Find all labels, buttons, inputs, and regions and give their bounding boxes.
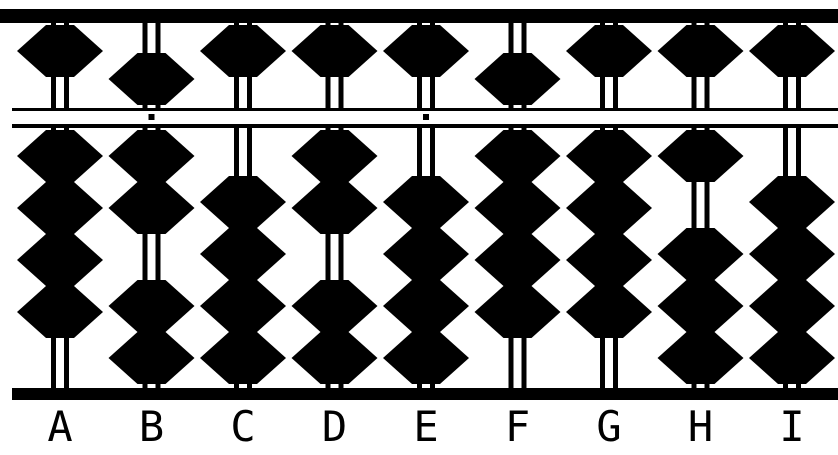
heaven-bead-g	[566, 25, 652, 77]
rod-label-d: D	[305, 404, 365, 450]
rod-label-b: B	[122, 404, 182, 450]
earth-bead-b-3	[109, 280, 195, 332]
rod-gap-a	[50, 111, 70, 124]
unit-dot-e	[423, 114, 429, 120]
heaven-bead-a	[17, 25, 103, 77]
rod-gap-g	[599, 111, 619, 124]
earth-bead-b-2	[109, 182, 195, 234]
reckoning-bar-lower-edge	[12, 124, 838, 128]
earth-bead-d-2	[292, 182, 378, 234]
earth-bead-i-4	[749, 332, 835, 384]
earth-bead-i-1	[749, 176, 835, 228]
rod-gap-c	[233, 111, 253, 124]
earth-bead-b-4	[109, 332, 195, 384]
earth-bead-d-4	[292, 332, 378, 384]
earth-bead-b-1	[109, 130, 195, 182]
rod-label-g: G	[579, 404, 639, 450]
earth-bead-c-4	[200, 332, 286, 384]
earth-bead-f-1	[475, 130, 561, 182]
earth-bead-a-4	[17, 286, 103, 338]
rod-label-h: H	[671, 404, 731, 450]
earth-bead-e-2	[383, 228, 469, 280]
reckoning-bar-upper-edge	[12, 108, 838, 111]
earth-bead-c-3	[200, 280, 286, 332]
earth-bead-d-3	[292, 280, 378, 332]
earth-bead-f-2	[475, 182, 561, 234]
earth-bead-a-1	[17, 130, 103, 182]
abacus	[0, 0, 838, 400]
rod-gap-d	[325, 111, 345, 124]
frame-top-bar	[0, 9, 838, 23]
rod-gap-i	[782, 111, 802, 124]
rod-label-a: A	[30, 404, 90, 450]
earth-bead-f-3	[475, 234, 561, 286]
heaven-bead-f	[475, 53, 561, 105]
earth-bead-g-3	[566, 234, 652, 286]
rod-label-e: E	[396, 404, 456, 450]
frame-bottom-bar	[12, 388, 838, 400]
heaven-bead-b	[109, 53, 195, 105]
earth-bead-g-2	[566, 182, 652, 234]
rod-label-i: I	[762, 404, 822, 450]
earth-bead-c-2	[200, 228, 286, 280]
heaven-bead-i	[749, 25, 835, 77]
heaven-bead-e	[383, 25, 469, 77]
earth-bead-f-4	[475, 286, 561, 338]
earth-bead-e-4	[383, 332, 469, 384]
earth-bead-i-3	[749, 280, 835, 332]
earth-bead-h-1	[658, 130, 744, 182]
earth-bead-e-1	[383, 176, 469, 228]
earth-bead-g-4	[566, 286, 652, 338]
rod-gap-f	[508, 111, 528, 124]
rod-label-c: C	[213, 404, 273, 450]
earth-bead-i-2	[749, 228, 835, 280]
earth-bead-g-1	[566, 130, 652, 182]
earth-bead-h-3	[658, 280, 744, 332]
earth-bead-a-3	[17, 234, 103, 286]
heaven-bead-d	[292, 25, 378, 77]
earth-bead-d-1	[292, 130, 378, 182]
unit-dot-b	[149, 114, 155, 120]
rod-gap-h	[691, 111, 711, 124]
earth-bead-e-3	[383, 280, 469, 332]
rod-label-f: F	[488, 404, 548, 450]
earth-bead-a-2	[17, 182, 103, 234]
earth-bead-h-4	[658, 332, 744, 384]
heaven-bead-c	[200, 25, 286, 77]
heaven-bead-h	[658, 25, 744, 77]
earth-bead-h-2	[658, 228, 744, 280]
earth-bead-c-1	[200, 176, 286, 228]
